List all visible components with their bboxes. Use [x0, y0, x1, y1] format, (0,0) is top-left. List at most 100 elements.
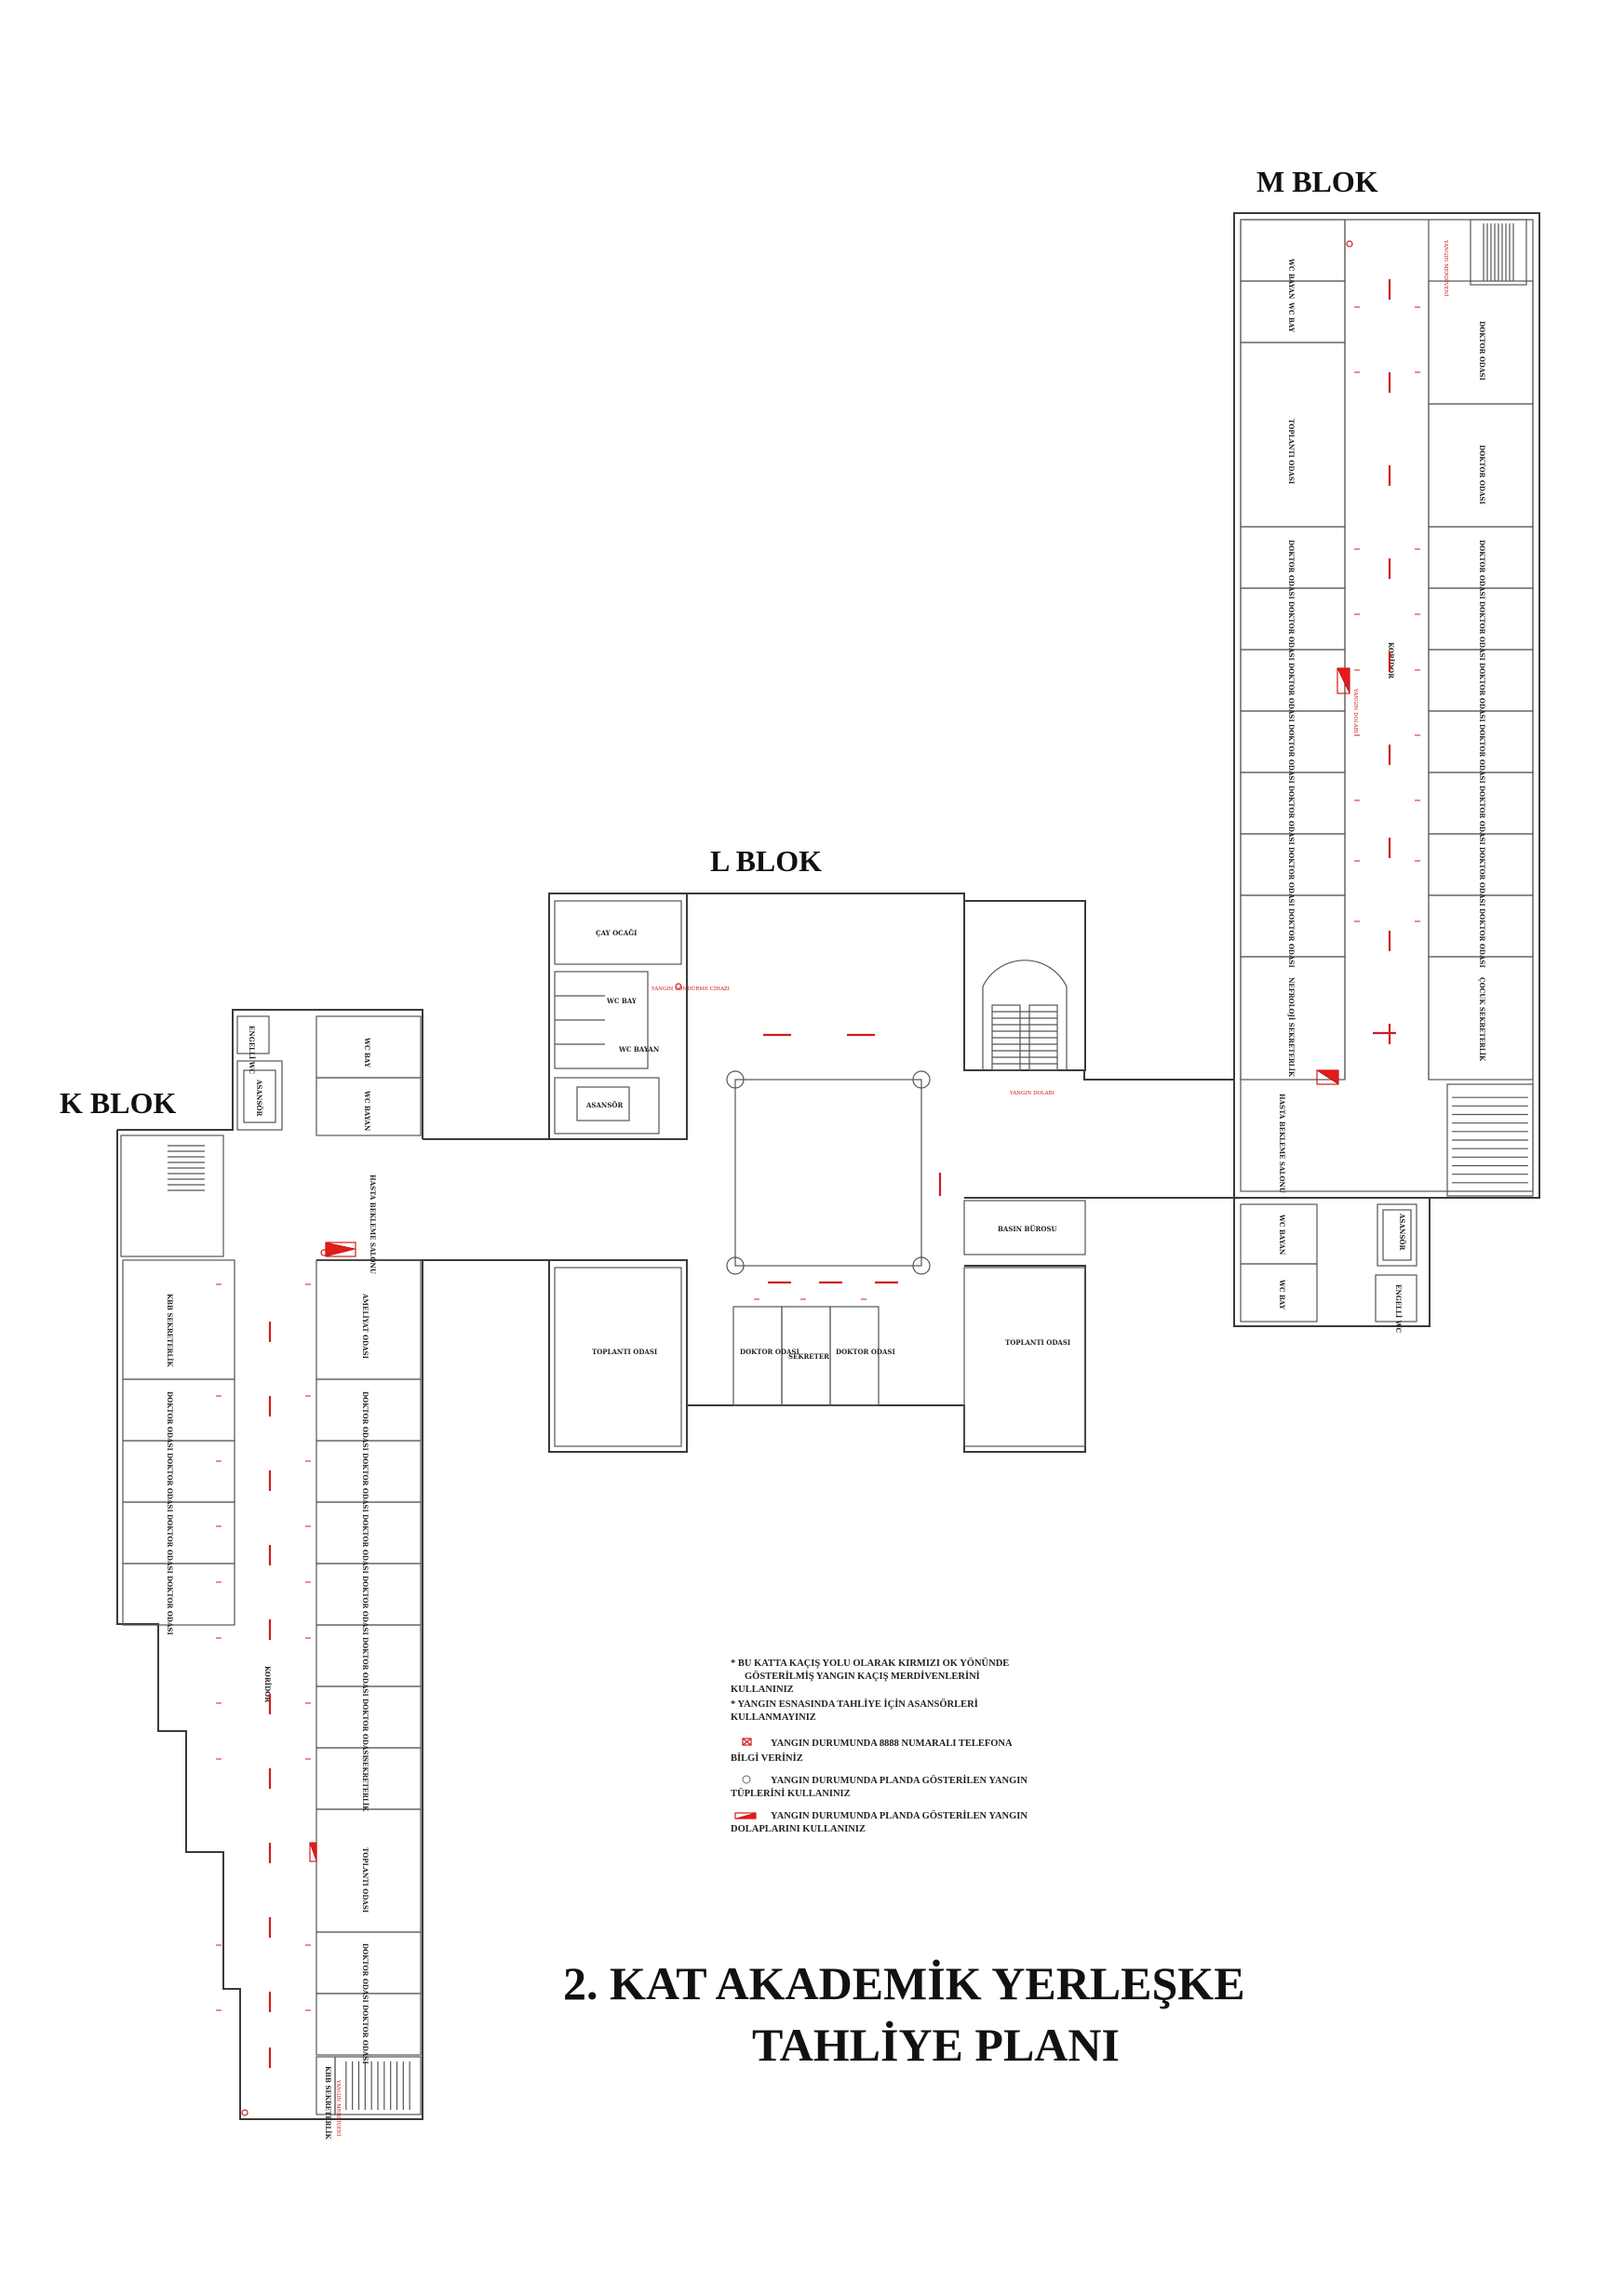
m-room-doktor-r2: DOKTOR ODASI [1478, 445, 1486, 504]
m-room-doktor-r6: DOKTOR ODASI [1478, 724, 1486, 784]
k-room-wc-bay: WC BAY [363, 1037, 371, 1068]
m-room-doktor-l2: DOKTOR ODASI [1287, 601, 1296, 661]
fire-hose-marker-k2 [309, 1842, 317, 1862]
m-block [1233, 212, 1540, 1327]
m-room-nefroloji: NEFROLOJİ SEKRETERLİK [1287, 977, 1296, 1078]
m-room-doktor-r7: DOKTOR ODASI [1478, 785, 1486, 845]
stairs-label-m: YANGIN MERDİVENİ [1443, 239, 1449, 296]
k-room-doktor-r1: DOKTOR ODASI [361, 1391, 369, 1451]
m-room-wc-bay: WC BAY [1287, 302, 1296, 333]
l-room-doktor-1: DOKTOR ODASI [740, 1348, 799, 1356]
l-room-basin: BASIN BÜROSU [998, 1225, 1057, 1233]
m-room-doktor-r4: DOKTOR ODASI [1478, 601, 1486, 661]
legend-note2-line2: KULLANMAYINIZ [731, 1712, 816, 1723]
m-hasta-bekleme: HASTA BEKLEME SALONU [1278, 1094, 1286, 1193]
fire-hose-icon [734, 1812, 757, 1819]
m-room-cocuk: ÇOCUK SEKRETERLİK [1478, 977, 1486, 1062]
fire-ext-marker-1 [1346, 240, 1353, 248]
k-hasta-bekleme: HASTA BEKLEME SALONU [369, 1175, 377, 1274]
m-room-doktor-r5: DOKTOR ODASI [1478, 663, 1486, 722]
legend-hose-line1: YANGIN DURUMUNDA PLANDA GÖSTERİLEN YANGI… [771, 1809, 1028, 1821]
block-title-l: L BLOK [710, 844, 822, 878]
k-stairs-top-treads [168, 1145, 205, 1191]
k-room-doktor-l3: DOKTOR ODASI [166, 1514, 174, 1574]
m-room-doktor-r8: DOKTOR ODASI [1478, 847, 1486, 906]
legend-phone-line1: YANGIN DURUMUNDA 8888 NUMARALI TELEFONA [771, 1739, 1013, 1749]
phone-icon [742, 1738, 752, 1746]
k-room-kbb-bekleme: KBB SEKRETERLİK [324, 2066, 332, 2141]
block-title-m: M BLOK [1256, 165, 1378, 198]
fire-ext-marker-4 [241, 2109, 249, 2116]
k-room-asansor: ASANSÖR [255, 1079, 263, 1116]
plan-title-line1: 2. KAT AKADEMİK YERLEŞKE [563, 1957, 1245, 2009]
k-room-doktor-r2: DOKTOR ODASI [361, 1453, 369, 1512]
door-markers [216, 306, 1420, 2011]
m-stairs-top-treads [1483, 223, 1514, 281]
m-room-doktor-l7: DOKTOR ODASI [1287, 908, 1296, 968]
l-room-wc-bay: WC BAY [606, 997, 638, 1005]
l-room-toplanti-right: TOPLANTI ODASI [1005, 1338, 1070, 1347]
k-room-doktor-r4: DOKTOR ODASI [361, 1576, 369, 1635]
l-room-toplanti-left: TOPLANTI ODASI [592, 1348, 657, 1356]
m-room-engelli-wc: ENGELLİ WC [1394, 1284, 1403, 1333]
m-room-doktor-r1: DOKTOR ODASI [1478, 321, 1486, 381]
l-room-cay-ocagi: ÇAY OCAĞI [596, 929, 637, 937]
k-room-wc-bayan: WC BAYAN [363, 1090, 371, 1132]
k-room-doktor-r6: DOKTOR ODASI [361, 1699, 369, 1758]
ext-label-l: YANGIN SÖNDÜRME CİHAZI [651, 986, 730, 992]
k-room-engelli-wc: ENGELLİ WC [248, 1026, 256, 1074]
k-room-doktor-r7: DOKTOR ODASI [361, 1943, 369, 2003]
fire-extinguisher-icon [742, 1775, 751, 1784]
fire-ext-marker-2 [675, 983, 682, 990]
k-room-doktor-r5: DOKTOR ODASI [361, 1637, 369, 1697]
m-room-asansor: ASANSÖR [1398, 1213, 1406, 1250]
fire-ext-marker-3 [320, 1249, 328, 1256]
m-room-toplanti: TOPLANTI ODASI [1287, 419, 1296, 484]
legend-note1-line1: * BU KATTA KAÇIŞ YOLU OLARAK KIRMIZI OK … [731, 1657, 1009, 1669]
legend-ext-line2: TÜPLERİNİ KULLANINIZ [731, 1787, 851, 1799]
evacuation-arrows [268, 279, 1396, 2068]
legend-note1-line2: GÖSTERİLMİŞ YANGIN KAÇIŞ MERDİVENLERİNİ [745, 1670, 980, 1682]
fire-hose-marker-m2 [1315, 1069, 1339, 1085]
m-room-doktor-l5: DOKTOR ODASI [1287, 785, 1296, 845]
k-stairs-bot-treads [345, 2061, 410, 2110]
k-room-ameliyat: AMELİYAT ODASI [361, 1293, 369, 1359]
l-room-wc-bayan: WC BAYAN [618, 1045, 660, 1054]
stairs-label-k: YANGIN MERDİVENİ [335, 2079, 342, 2136]
k-room-toplanti: TOPLANTI ODASI [361, 1847, 369, 1913]
k-room-doktor-r8: DOKTOR ODASI [361, 2005, 369, 2064]
fire-hose-marker-m [1337, 667, 1350, 694]
m-room-wc-bayan: WC BAYAN [1287, 258, 1296, 300]
m-stairs-mid-treads [1452, 1096, 1528, 1184]
legend-phone-line2: BİLGİ VERİNİZ [731, 1752, 803, 1764]
k-block [116, 1009, 423, 2120]
l-room-sekreter: SEKRETER [788, 1352, 829, 1361]
m-room-doktor-l1: DOKTOR ODASI [1287, 540, 1296, 599]
k-room-doktor-l4: DOKTOR ODASI [166, 1576, 174, 1635]
plan-title-line2: TAHLİYE PLANI [752, 2019, 1120, 2071]
m-room-wc-bay-low: WC BAY [1278, 1279, 1286, 1310]
legend-hose-line2: DOLAPLARINI KULLANINIZ [731, 1824, 866, 1834]
k-room-sekreterlik: SEKRETERLİK [361, 1757, 369, 1812]
l-block [423, 893, 1234, 1453]
k-room-doktor-l1: DOKTOR ODASI [166, 1391, 174, 1451]
m-room-wc-bayan-low: WC BAYAN [1278, 1214, 1286, 1255]
m-room-doktor-r9: DOKTOR ODASI [1478, 908, 1486, 968]
legend-ext-line1: YANGIN DURUMUNDA PLANDA GÖSTERİLEN YANGI… [771, 1774, 1028, 1786]
m-corridor: KORİDOR [1387, 642, 1395, 678]
m-room-doktor-l6: DOKTOR ODASI [1287, 847, 1296, 906]
m-room-doktor-l4: DOKTOR ODASI [1287, 724, 1296, 784]
fire-hose-label-m: YANGIN DOLABI [1352, 688, 1358, 733]
m-room-doktor-l3: DOKTOR ODASI [1287, 663, 1296, 722]
m-room-doktor-r3: DOKTOR ODASI [1478, 540, 1486, 599]
ext-label-stairs-l: YANGIN DOLABI [1009, 1091, 1055, 1096]
l-stairs-treads [992, 1011, 1057, 1065]
legend: * BU KATTA KAÇIŞ YOLU OLARAK KIRMIZI OK … [731, 1657, 1028, 1834]
block-title-k: K BLOK [60, 1086, 176, 1120]
k-room-doktor-r3: DOKTOR ODASI [361, 1514, 369, 1574]
k-corridor: KORİDOR [263, 1666, 272, 1702]
l-room-asansor: ASANSÖR [585, 1101, 623, 1109]
legend-note1-line3: KULLANINIZ [731, 1685, 794, 1695]
l-room-doktor-2: DOKTOR ODASI [836, 1348, 895, 1356]
